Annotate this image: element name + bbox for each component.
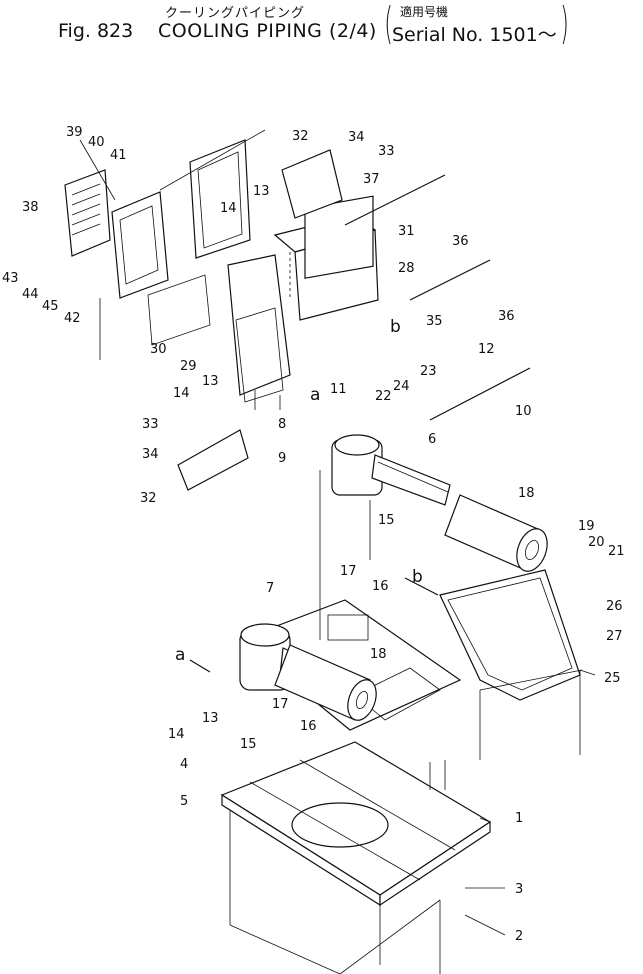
callout-36-lower: 36 (498, 309, 515, 324)
serial-number: Serial No. 1501～ (392, 24, 557, 46)
callout-13-middle: 13 (202, 374, 219, 389)
callout-27: 27 (606, 629, 623, 644)
callout-13-upper: 13 (253, 184, 270, 199)
callout-13-lower: 13 (202, 711, 219, 726)
figure-title: COOLING PIPING (2/4) (158, 20, 377, 42)
callout-34-upper: 34 (348, 130, 365, 145)
callout-2: 2 (515, 929, 523, 944)
callout-34-lower: 34 (142, 447, 159, 462)
callout-40: 40 (88, 135, 105, 150)
callout-11: 11 (330, 382, 347, 397)
base-frame (220, 741, 492, 974)
callout-36-upper: 36 (452, 234, 469, 249)
serial-applicability-label: 適用号機 (400, 5, 449, 19)
reference-arrows (189, 577, 439, 673)
cover-plate-upper (281, 149, 343, 219)
leader-lines (79, 139, 596, 936)
serial-bracket-right: ) (560, 0, 569, 49)
reference-b-lower: b (412, 567, 423, 587)
callout-15-upper: 15 (378, 513, 395, 528)
blower-unit-6 (319, 434, 451, 640)
callout-32-lower: 32 (140, 491, 157, 506)
callout-15-lower: 15 (240, 737, 257, 752)
callout-14-middle: 14 (173, 386, 190, 401)
callout-44: 44 (22, 287, 39, 302)
filter-cylinder-lower (274, 644, 377, 721)
callout-10: 10 (515, 404, 532, 419)
callout-6: 6 (428, 432, 436, 447)
callout-17-lower: 17 (272, 697, 289, 712)
callout-23: 23 (420, 364, 437, 379)
callout-21: 21 (608, 544, 625, 559)
callout-33-lower: 33 (142, 417, 159, 432)
callout-16-lower: 16 (300, 719, 317, 734)
reference-b-upper: b (390, 317, 401, 337)
callout-38: 38 (22, 200, 39, 215)
callout-19: 19 (578, 519, 595, 534)
japanese-title: クーリングパイピング (165, 6, 306, 21)
callout-31: 31 (398, 224, 415, 239)
callout-32-upper: 32 (292, 129, 309, 144)
callout-30: 30 (150, 342, 167, 357)
figure-header: クーリングパイピング Fig. 823 COOLING PIPING (2/4)… (0, 0, 643, 60)
serial-bracket-left: ( (384, 0, 393, 49)
callout-3: 3 (515, 882, 523, 897)
callout-37: 37 (363, 172, 380, 187)
figure-number: Fig. 823 (58, 20, 134, 42)
callout-25: 25 (604, 671, 621, 686)
callout-14-upper: 14 (220, 201, 237, 216)
callout-26: 26 (606, 599, 623, 614)
callout-12: 12 (478, 342, 495, 357)
callout-43: 43 (2, 271, 19, 286)
cover-plate-lower (177, 429, 249, 491)
upper-duct (227, 195, 379, 410)
callout-8: 8 (278, 417, 286, 432)
callout-28: 28 (398, 261, 415, 276)
callout-16-upper: 16 (372, 579, 389, 594)
callout-4: 4 (180, 757, 188, 772)
callout-22: 22 (375, 389, 392, 404)
callout-17-upper: 17 (340, 564, 357, 579)
callout-18-upper: 18 (518, 486, 535, 501)
callout-labels: 1 2 3 4 5 6 7 8 9 10 11 12 13 13 13 14 1… (2, 125, 625, 944)
callout-20: 20 (588, 535, 605, 550)
callout-14-lower: 14 (168, 727, 185, 742)
filter-cylinder-upper (444, 494, 548, 572)
side-panels (64, 129, 266, 360)
reference-a-upper: a (310, 385, 320, 405)
callout-7: 7 (266, 581, 274, 596)
callout-39: 39 (66, 125, 83, 140)
reference-a-lower: a (175, 645, 185, 665)
callout-41: 41 (110, 148, 127, 163)
duct-b (439, 569, 583, 760)
callout-9: 9 (278, 451, 286, 466)
callout-18-lower: 18 (370, 647, 387, 662)
control-rods (344, 174, 531, 421)
callout-35: 35 (426, 314, 443, 329)
callout-45: 45 (42, 299, 59, 314)
callout-42: 42 (64, 311, 81, 326)
callout-5: 5 (180, 794, 188, 809)
callout-1: 1 (515, 811, 523, 826)
callout-24: 24 (393, 379, 410, 394)
callout-29: 29 (180, 359, 197, 374)
callout-33-upper: 33 (378, 144, 395, 159)
